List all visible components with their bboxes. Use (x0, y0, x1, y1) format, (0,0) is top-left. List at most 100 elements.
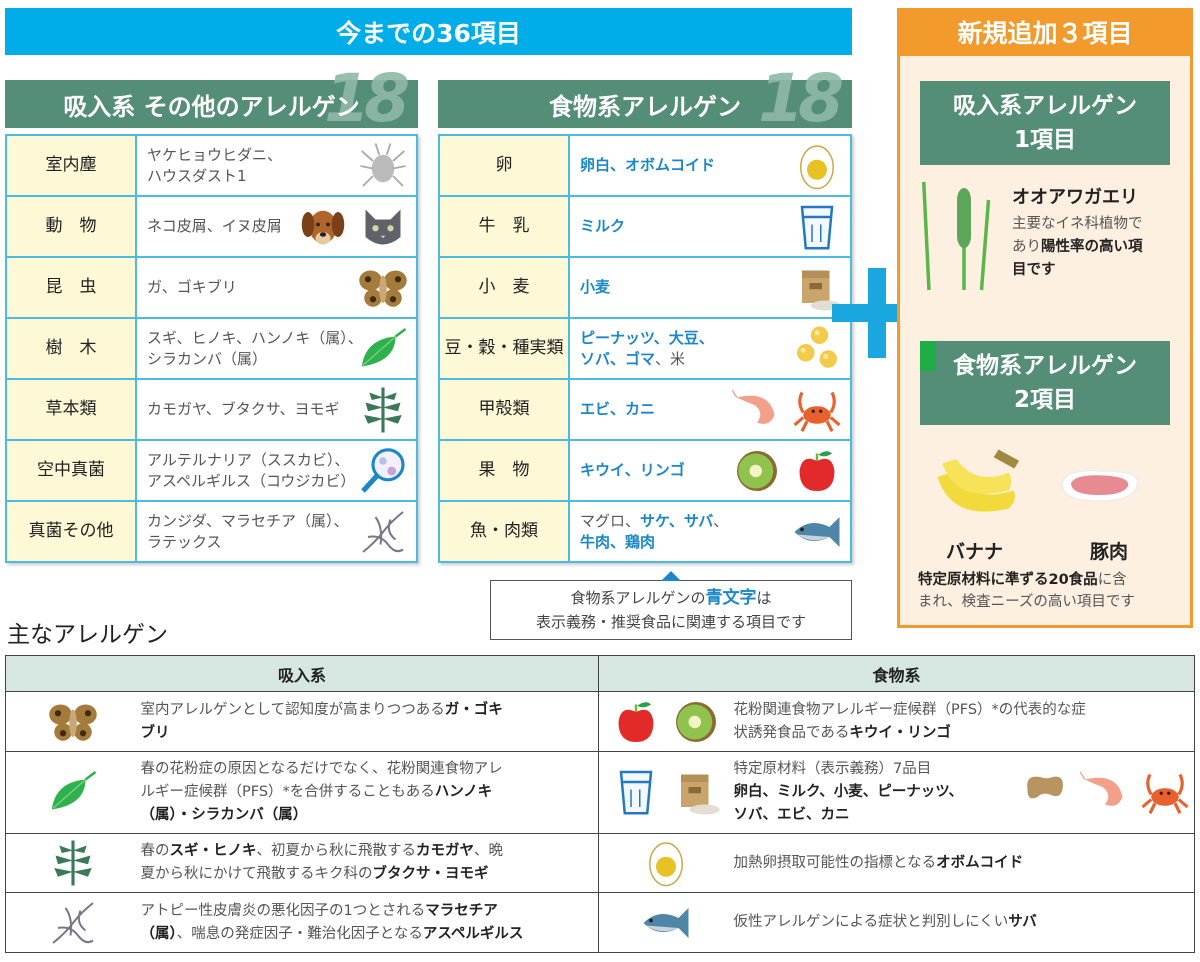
column-header: 食物系 (598, 655, 1195, 693)
new-inhalant-box: 吸入系アレルゲン 1項目 (920, 81, 1170, 165)
text-segment: ガ、ゴキブリ (147, 278, 237, 296)
egg-icon (649, 842, 684, 887)
text-segment: 春の花粉症の原因となるだけでなく、花粉関連食物アレルギー症候群（PFS）*を合併… (140, 760, 503, 800)
items-text: カモガヤ、ブタクサ、ヨモギ (147, 400, 339, 418)
timothy-grass-icon (922, 176, 992, 300)
category-cell: 果 物 (438, 439, 570, 502)
row-icons (732, 385, 842, 435)
items-text: ミルク (580, 217, 625, 235)
allergen-row: 春のスギ・ヒノキ、初夏から秋に飛散するカモガヤ、晩夏から秋にかけて飛散するキク科… (5, 832, 599, 893)
items-cell: 卵白、オボムコイド (568, 134, 852, 197)
icon-cell (598, 892, 734, 953)
leaf-icon (361, 327, 407, 366)
category-cell: 牛 乳 (438, 195, 570, 258)
text-segment: エビ、カニ (580, 400, 656, 418)
column-header: 吸入系 (5, 655, 599, 693)
text-segment: ブタクサ・ヨモギ (372, 866, 489, 883)
text-segment: ヤケヒョウヒダニ、ハウスダスト1 (147, 145, 283, 185)
table-row: 小 麦小麦 (438, 256, 852, 319)
moth-icon (49, 704, 97, 741)
row-icons (792, 141, 842, 191)
text-segment: 、初夏から秋に飛散する (256, 843, 417, 860)
crab-icon (1141, 774, 1189, 815)
text-segment: アスペルギルス (422, 925, 524, 942)
text-segment: サケ、サバ (640, 511, 714, 530)
new-items-panel: 新規追加３項目 吸入系アレルゲン 1項目 オオアワガエリ 主要なイネ科植物であり… (897, 8, 1193, 628)
text-segment: アルテルナリア（ススカビ）、アスペルギルス（コウジカビ） (147, 450, 356, 490)
description-text: 春のスギ・ヒノキ、初夏から秋に飛散するカモガヤ、晩夏から秋にかけて飛散するキク科… (141, 843, 504, 882)
banana-icon (937, 449, 1020, 512)
items-cell: キウイ、リンゴ (568, 439, 852, 502)
timothy-grass-name: オオアワガエリ (1012, 187, 1138, 208)
description-text: 室内アレルゲンとして認知度が高まりつつあるガ・ゴキブリ (141, 702, 503, 741)
text-segment: マラセチア（属） (140, 902, 498, 942)
existing-items-banner: 今までの36項目 (5, 8, 852, 55)
blue-text-note: 食物系アレルゲンの青文字は 表示義務・推奨食品に関連する項目です (490, 571, 852, 640)
text-segment: ガ・ゴキブリ (140, 701, 503, 741)
text-segment: 牛肉、鶏肉 (580, 532, 656, 551)
description-text: 特定原材料（表示義務）7品目卵白、ミルク、小麦、ピーナッツ、ソバ、エビ、カニ (734, 761, 964, 823)
items-cell: カモガヤ、ブタクサ、ヨモギ (135, 378, 418, 441)
text-segment: ピーナッツ、大豆、ソバ、ゴマ (580, 328, 714, 368)
row-icons (358, 385, 408, 435)
icon-cell (5, 832, 141, 893)
items-text: ピーナッツ、大豆、ソバ、ゴマ、米 (580, 329, 714, 368)
category-cell: 豆・穀・種実類 (438, 317, 570, 380)
milk-icon (619, 771, 653, 815)
text-segment: 、米 (655, 349, 686, 368)
text-segment: 、晩夏から秋にかけて飛散するキク科の (140, 843, 504, 883)
text-segment: キウイ・リンゴ (849, 724, 951, 741)
text-segment: カモガヤ (416, 843, 474, 860)
category-cell: 魚・肉類 (438, 500, 570, 563)
description-text: 花粉関連食物アレルギー症候群（PFS）*の代表的な症状誘発食品であるキウイ・リン… (734, 702, 1086, 741)
description-cell: 加熱卵摂取可能性の指標となるオボムコイド (733, 832, 1195, 893)
text-segment: に含まれ、検査ニーズの高い項目です (918, 572, 1135, 610)
items-text: スギ、ヒノキ、ハンノキ（属）、シラカンバ（属） (147, 329, 363, 368)
row-icons (358, 507, 408, 557)
description-text: 春の花粉症の原因となるだけでなく、花粉関連食物アレルギー症候群（PFS）*を合併… (141, 761, 503, 823)
moth-icon (359, 270, 407, 307)
table-row: 豆・穀・種実類ピーナッツ、大豆、ソバ、ゴマ、米 (438, 317, 852, 380)
text-segment: 特定原材料（表示義務）7品目 (733, 760, 932, 777)
mold-icon (362, 510, 404, 553)
table-row: 昆 虫ガ、ゴキブリ (5, 256, 418, 319)
row-icons (732, 446, 842, 496)
mite-icon (360, 142, 406, 187)
text-segment: 春の (140, 843, 170, 860)
items-text: ネコ皮屑、イヌ皮屑 (147, 217, 282, 235)
fish-icon (794, 516, 840, 547)
table-row: 甲殻類エビ、カニ (438, 378, 852, 441)
banana-icon (928, 441, 1023, 535)
table-row: 果 物キウイ、リンゴ (438, 439, 852, 502)
category-cell: 小 麦 (438, 256, 570, 319)
items-cell: マグロ、サケ、サバ、牛肉、鶏肉 (568, 500, 852, 563)
soybeans-icon (797, 326, 837, 368)
pork-icon (1052, 459, 1147, 523)
icon-cell (598, 691, 734, 752)
description-text: アトピー性皮膚炎の悪化因子の1つとされるマラセチア（属）、喘息の発症因子・難治化… (141, 903, 524, 942)
category-cell: 動 物 (5, 195, 137, 258)
magnifier-icon (361, 447, 405, 493)
shrimp-icon (1080, 771, 1123, 807)
row-icons (599, 838, 734, 888)
allergen-row: 特定原材料（表示義務）7品目卵白、ミルク、小麦、ピーナッツ、ソバ、エビ、カニ (598, 750, 1195, 834)
mold-icon (52, 901, 94, 944)
description-text: 加熱卵摂取可能性の指標となるオボムコイド (734, 855, 1024, 871)
inhalant-section-header: 18 吸入系 その他のアレルゲン (5, 60, 418, 137)
text-segment: 主要なイネ科植物であり (1012, 216, 1143, 255)
items-text: アルテルナリア（ススカビ）、アスペルギルス（コウジカビ） (147, 451, 355, 490)
main-inhalant-table: 吸入系室内アレルゲンとして認知度が高まりつつあるガ・ゴキブリ春の花粉症の原因とな… (5, 655, 599, 953)
table-row: 真菌その他カンジダ、マラセチア（属）、ラテックス (5, 500, 418, 563)
text-segment: キウイ、リンゴ (580, 461, 685, 479)
items-cell: ガ、ゴキブリ (135, 256, 418, 319)
row-icons (599, 697, 734, 747)
egg-icon (800, 144, 834, 189)
items-cell: 小麦 (568, 256, 852, 319)
items-text: キウイ、リンゴ (580, 461, 685, 479)
row-icons (358, 141, 408, 191)
main-food-table: 食物系花粉関連食物アレルギー症候群（PFS）*の代表的な症状誘発食品であるキウイ… (598, 655, 1195, 953)
herb-icon (54, 840, 92, 886)
pork-label: 豚肉 (1090, 541, 1129, 563)
items-text: 小麦 (580, 278, 610, 296)
